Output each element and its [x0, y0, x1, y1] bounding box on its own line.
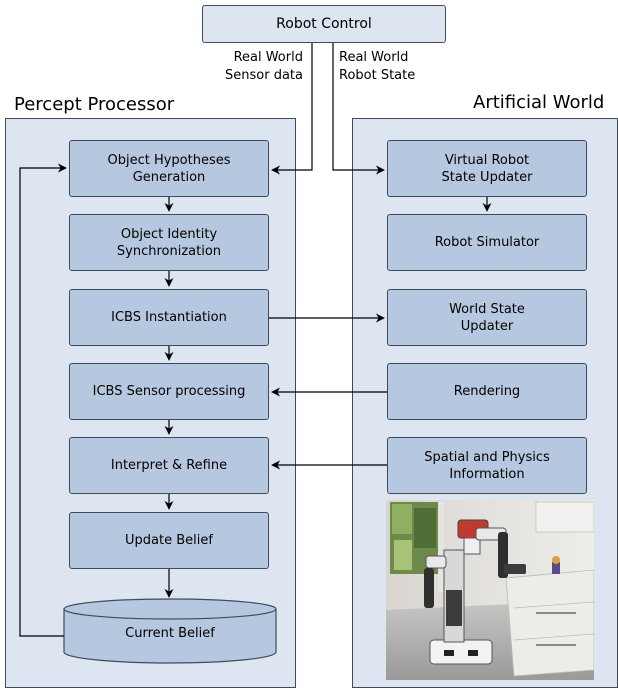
virtual-robot-state-updater-box: Virtual Robot State Updater	[387, 140, 587, 197]
percept-processor-title: Percept Processor	[14, 94, 175, 115]
real-world-sensor-data-label: Real World Sensor data	[225, 50, 303, 83]
robot-control-box: Robot Control	[202, 5, 446, 43]
current-belief-cylinder	[63, 598, 277, 664]
sensor-data-arrow	[271, 43, 313, 175]
update-belief-box: Update Belief	[69, 512, 269, 569]
real-world-robot-state-label: Real World Robot State	[339, 50, 416, 83]
world-state-updater-box: World State Updater	[387, 289, 587, 346]
icbs-instantiation-box: ICBS Instantiation	[69, 289, 269, 346]
feedback-loop-arrow	[19, 163, 67, 637]
icbs-sensor-processing-box: ICBS Sensor processing	[69, 363, 269, 420]
current-belief-label: Current Belief	[125, 626, 215, 641]
robot-simulation-image	[386, 500, 594, 680]
spatial-physics-information-box: Spatial and Physics Information	[387, 437, 587, 494]
rendering-box: Rendering	[387, 363, 587, 420]
interpret-refine-box: Interpret & Refine	[69, 437, 269, 494]
artificial-world-title: Artificial World	[473, 92, 605, 113]
robot-state-arrow	[332, 43, 385, 175]
object-identity-synchronization-box: Object Identity Synchronization	[69, 214, 269, 271]
robot-simulator-box: Robot Simulator	[387, 214, 587, 271]
object-hypotheses-generation-box: Object Hypotheses Generation	[69, 140, 269, 197]
